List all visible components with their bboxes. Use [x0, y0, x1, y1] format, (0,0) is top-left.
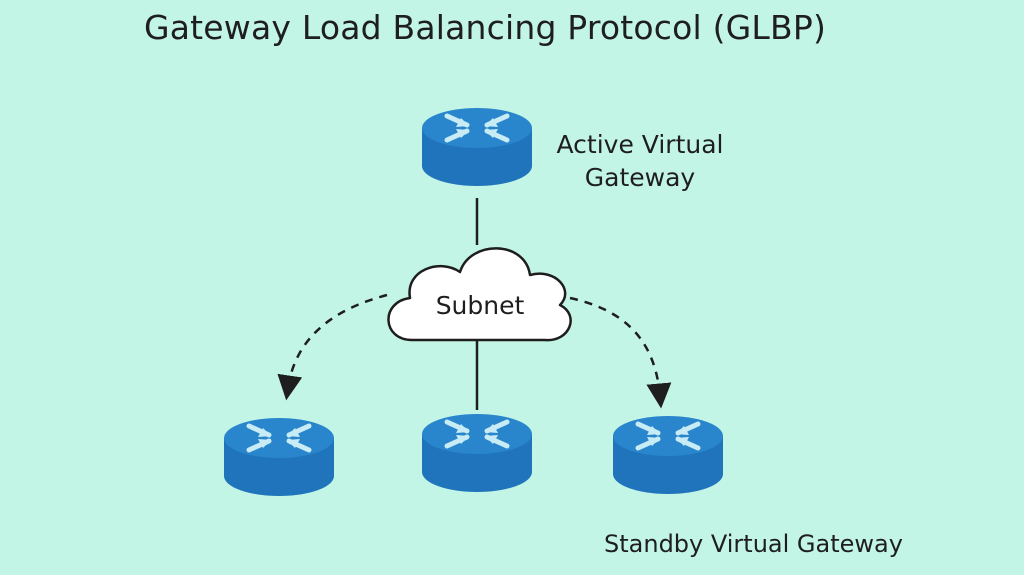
standby-gateway-label: Standby Virtual Gateway [604, 530, 903, 558]
left-router-icon [224, 418, 334, 496]
active-router-icon [422, 108, 532, 186]
diagram-title: Gateway Load Balancing Protocol (GLBP) [143, 8, 827, 47]
center-router-icon [422, 414, 532, 492]
active-gateway-label: Active Virtual Gateway [556, 130, 724, 192]
standby-router-icon [613, 416, 723, 494]
subnet-cloud [387, 247, 572, 342]
dashed-arrow-left [277, 293, 388, 401]
subnet-label: Subnet [436, 291, 525, 320]
dashed-arrow-right [569, 296, 672, 409]
